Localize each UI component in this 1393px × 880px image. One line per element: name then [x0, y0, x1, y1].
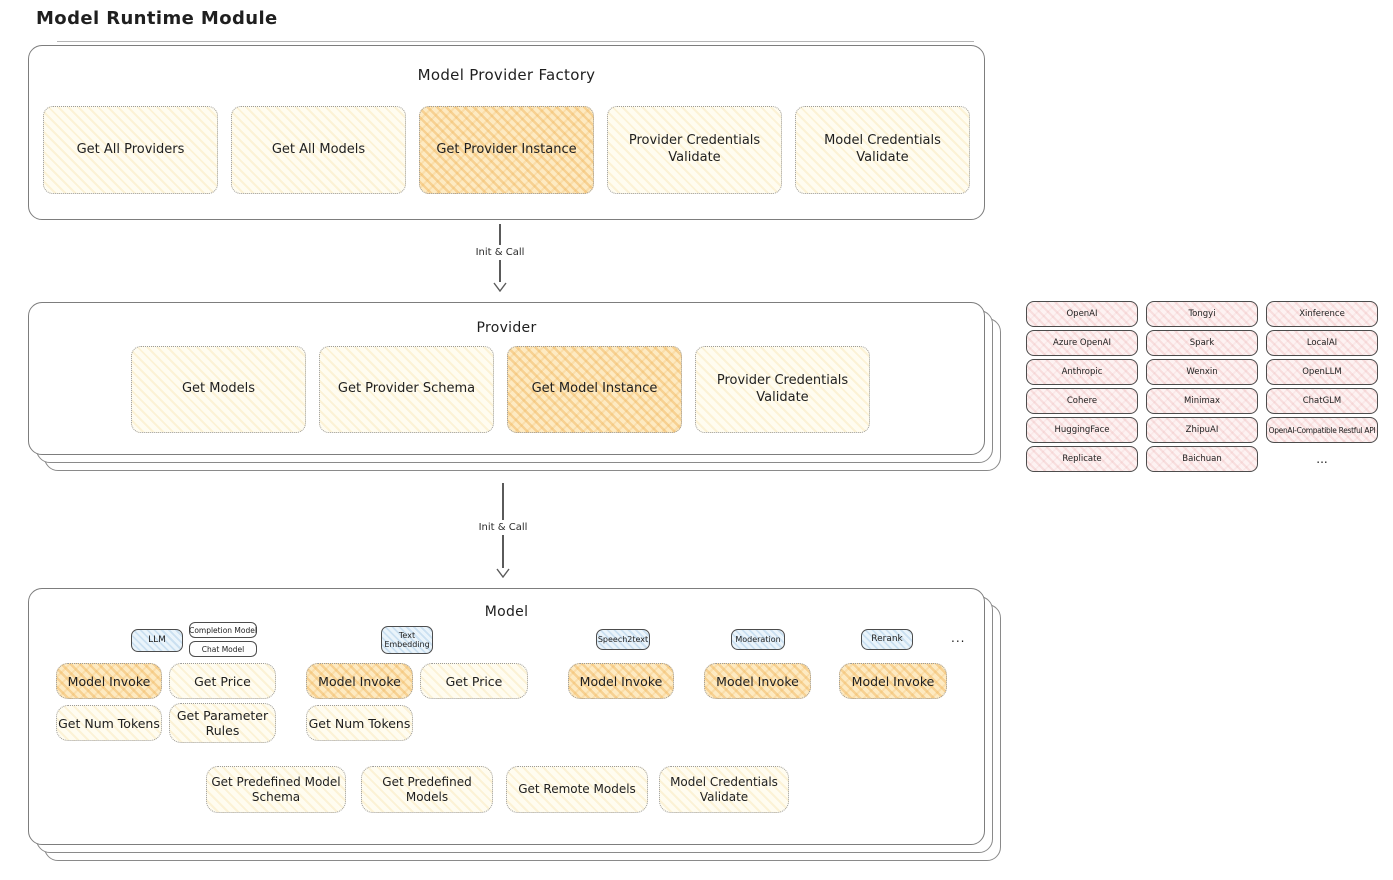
provider-chip-huggingface: HuggingFace: [1026, 417, 1138, 443]
provider-chip-xinference: Xinference: [1266, 301, 1378, 327]
get-price-llm: Get Price: [169, 663, 276, 699]
tag-speech2text: Speech2text: [596, 629, 650, 650]
tag-moderation: Moderation: [731, 629, 785, 650]
provider-chip-azure-openai: Azure OpenAI: [1026, 330, 1138, 356]
arrow-line: [502, 535, 504, 568]
model-credentials-validate: Model Credentials Validate: [659, 766, 789, 813]
provider-card: Provider Get Models Get Provider Schema …: [28, 302, 985, 455]
get-predefined-model-schema: Get Predefined Model Schema: [206, 766, 346, 813]
provider-box-get-model-instance: Get Model Instance: [507, 346, 682, 433]
model-card-stack: Model LLM Completion Model Chat Model Te…: [28, 588, 1001, 861]
get-parameter-rules: Get Parameter Rules: [169, 703, 276, 743]
model-provider-factory-card: Model Provider Factory Get All Providers…: [28, 41, 985, 220]
model-invoke-speech2text: Model Invoke: [568, 663, 674, 699]
provider-chip-minimax: Minimax: [1146, 388, 1258, 414]
provider-list-ellipsis: ...: [1316, 452, 1328, 466]
factory-box-provider-credentials-validate: Provider Credentials Validate: [607, 106, 782, 194]
arrow-line: [499, 224, 501, 245]
provider-card-stack: Provider Get Models Get Provider Schema …: [28, 302, 1001, 471]
provider-function-row: Get Models Get Provider Schema Get Model…: [131, 346, 870, 433]
provider-list-grid: OpenAI Tongyi Xinference Azure OpenAI Sp…: [1026, 301, 1378, 472]
get-price-text-embedding: Get Price: [420, 663, 528, 699]
factory-box-get-all-models: Get All Models: [231, 106, 406, 194]
arrow-down-icon: [493, 282, 507, 292]
provider-chip-anthropic: Anthropic: [1026, 359, 1138, 385]
tag-chat-model: Chat Model: [189, 641, 257, 657]
provider-title: Provider: [476, 320, 537, 336]
provider-box-get-provider-schema: Get Provider Schema: [319, 346, 494, 433]
provider-chip-openai: OpenAI: [1026, 301, 1138, 327]
provider-chip-chatglm: ChatGLM: [1266, 388, 1378, 414]
get-predefined-models: Get Predefined Models: [361, 766, 493, 813]
init-call-arrow-2: Init & Call: [453, 483, 553, 578]
model-card: Model LLM Completion Model Chat Model Te…: [28, 588, 985, 845]
page-title: Model Runtime Module: [36, 8, 278, 29]
provider-chip-cohere: Cohere: [1026, 388, 1138, 414]
tag-rerank: Rerank: [861, 629, 913, 650]
get-remote-models: Get Remote Models: [506, 766, 648, 813]
model-invoke-llm: Model Invoke: [56, 663, 162, 699]
provider-chip-openllm: OpenLLM: [1266, 359, 1378, 385]
provider-box-get-models: Get Models: [131, 346, 306, 433]
tag-completion-model: Completion Model: [189, 622, 257, 638]
model-title: Model: [484, 604, 529, 620]
provider-chip-openai-compatible-restful-api: OpenAI-Compatible Restful API: [1266, 417, 1378, 443]
init-call-label-1: Init & Call: [475, 247, 525, 258]
tag-llm: LLM: [131, 629, 183, 652]
provider-chip-tongyi: Tongyi: [1146, 301, 1258, 327]
factory-box-get-provider-instance: Get Provider Instance: [419, 106, 594, 194]
init-call-label-2: Init & Call: [478, 522, 528, 533]
provider-chip-spark: Spark: [1146, 330, 1258, 356]
provider-chip-baichuan: Baichuan: [1146, 446, 1258, 472]
provider-box-provider-credentials-validate: Provider Credentials Validate: [695, 346, 870, 433]
model-invoke-text-embedding: Model Invoke: [306, 663, 413, 699]
factory-box-get-all-providers: Get All Providers: [43, 106, 218, 194]
arrow-line: [499, 260, 501, 282]
factory-title: Model Provider Factory: [417, 66, 596, 84]
tag-text-embedding: Text Embedding: [381, 626, 433, 654]
factory-box-model-credentials-validate: Model Credentials Validate: [795, 106, 970, 194]
provider-chip-zhipuai: ZhipuAI: [1146, 417, 1258, 443]
factory-function-row: Get All Providers Get All Models Get Pro…: [43, 106, 970, 194]
model-invoke-rerank: Model Invoke: [839, 663, 947, 699]
provider-chip-wenxin: Wenxin: [1146, 359, 1258, 385]
get-num-tokens-llm: Get Num Tokens: [56, 705, 162, 741]
init-call-arrow-1: Init & Call: [450, 224, 550, 292]
provider-chip-localai: LocalAI: [1266, 330, 1378, 356]
provider-chip-replicate: Replicate: [1026, 446, 1138, 472]
arrow-line: [502, 483, 504, 520]
model-tags-ellipsis: ...: [951, 631, 966, 645]
arrow-down-icon: [496, 568, 510, 578]
get-num-tokens-text-embedding: Get Num Tokens: [306, 705, 413, 741]
model-invoke-moderation: Model Invoke: [704, 663, 811, 699]
